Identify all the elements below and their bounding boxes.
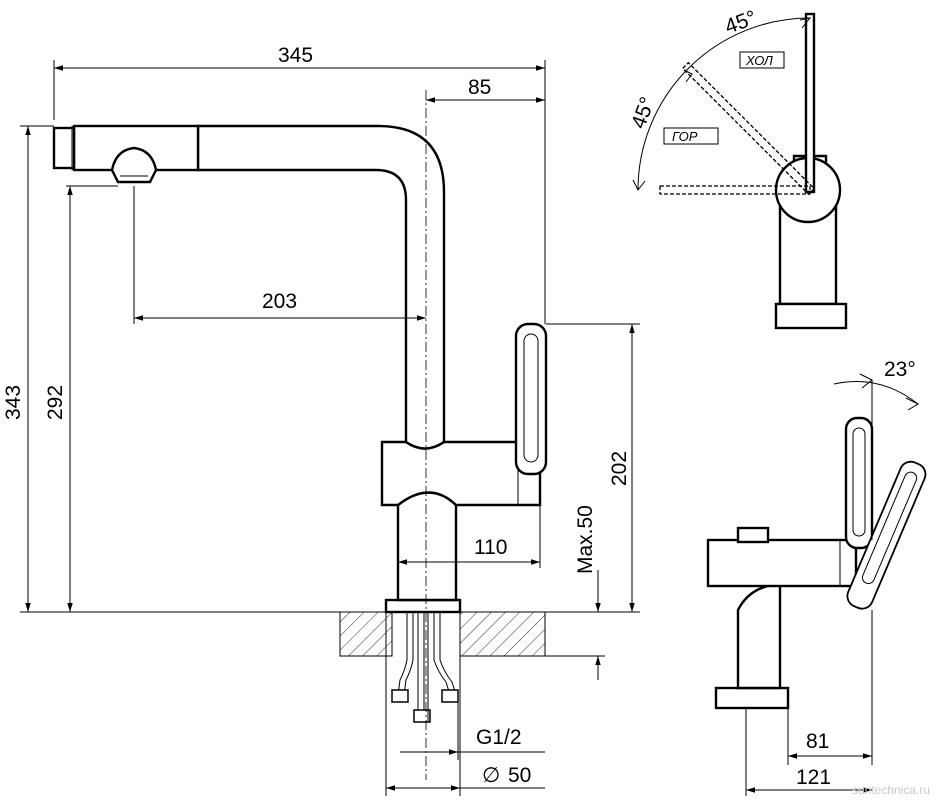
diameter-symbol: ∅ bbox=[482, 764, 500, 787]
front-dimensions: 345 85 203 343 292 202 110 Max.50 bbox=[2, 44, 640, 796]
countertop-right bbox=[459, 611, 546, 657]
dim-lever-height: 202 bbox=[608, 451, 631, 486]
dim-overall-length: 345 bbox=[278, 44, 313, 67]
angle-top: 45° bbox=[722, 6, 760, 38]
base-ring bbox=[384, 598, 462, 614]
side-lever-vertical bbox=[844, 416, 874, 550]
label-cold: ХОЛ bbox=[745, 53, 773, 68]
side-view: 23° 81 121 bbox=[706, 358, 927, 796]
lever-handle bbox=[514, 322, 548, 476]
dim-total-height: 343 bbox=[2, 385, 25, 420]
dim-max-countertop: Max.50 bbox=[574, 505, 597, 574]
rotation-view-base bbox=[774, 302, 848, 330]
spout bbox=[196, 124, 446, 450]
dim-side-81: 81 bbox=[806, 730, 829, 753]
supply-hoses bbox=[391, 612, 459, 723]
lever-horizontal bbox=[659, 185, 811, 195]
lever-vertical bbox=[804, 12, 816, 194]
side-view-base bbox=[714, 686, 790, 710]
side-lever-tilted bbox=[846, 460, 927, 610]
label-hot: ГОР bbox=[672, 129, 698, 144]
dim-reach: 203 bbox=[262, 290, 297, 313]
dim-spout-offset: 85 bbox=[468, 76, 491, 99]
side-view-cap bbox=[736, 526, 770, 544]
lever-45 bbox=[681, 61, 816, 196]
dim-connection: G1/2 bbox=[476, 726, 522, 749]
aerator bbox=[110, 146, 158, 184]
side-view-body bbox=[706, 538, 858, 588]
spout-tip bbox=[52, 126, 76, 170]
dim-body-width: 110 bbox=[474, 536, 507, 559]
dim-spout-height: 292 bbox=[44, 385, 67, 420]
countertop-left bbox=[339, 611, 393, 657]
rotation-view: 45° 45° ХОЛ ГОР bbox=[627, 6, 848, 330]
watermark: suntechnica.ru bbox=[852, 783, 930, 797]
angle-tilt: 23° bbox=[884, 358, 916, 381]
front-view bbox=[52, 90, 560, 780]
angle-left: 45° bbox=[627, 94, 659, 132]
body-column bbox=[396, 491, 458, 602]
dim-hole-diameter: 50 bbox=[508, 764, 531, 787]
dim-side-121: 121 bbox=[796, 766, 831, 789]
side-view-column bbox=[736, 582, 782, 690]
